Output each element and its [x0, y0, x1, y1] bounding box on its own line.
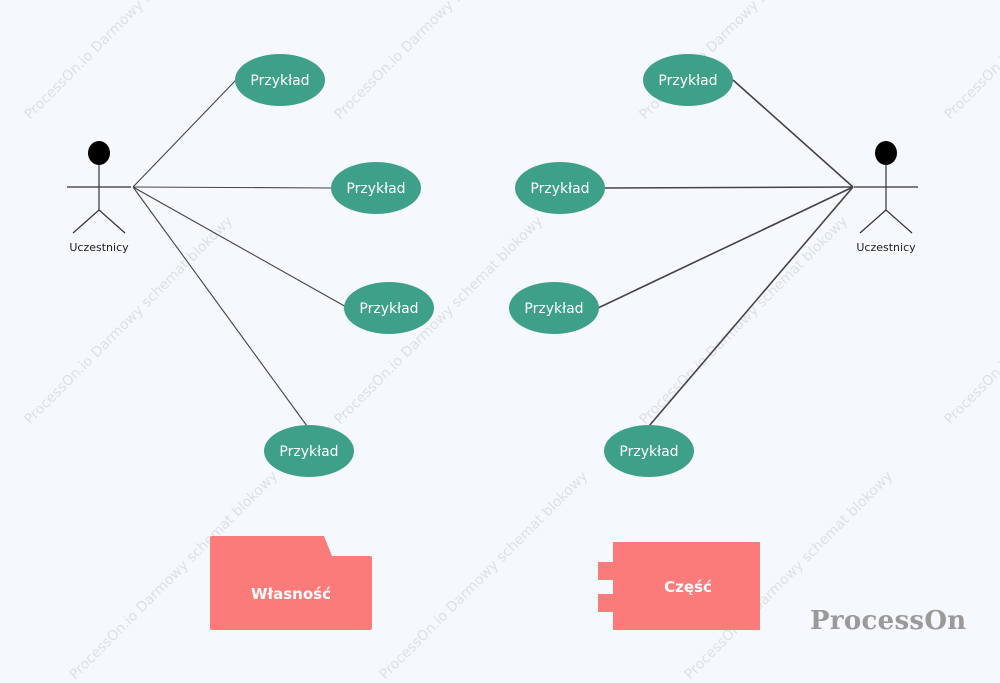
use-case-left-4[interactable]: Przykład	[264, 425, 354, 477]
use-case-label: Przykład	[359, 301, 418, 317]
use-case-shape	[643, 54, 733, 106]
watermark-text: ProcessOn.io Darmowy schemat blokowy	[942, 213, 1000, 428]
component-port	[598, 594, 613, 612]
association-line	[132, 186, 349, 309]
use-case-label: Przykład	[279, 444, 338, 460]
use-case-right-3[interactable]: Przykład	[509, 282, 599, 334]
watermark-text: ProcessOn.io Darmowy schemat blokowy	[942, 0, 1000, 123]
watermark-layer: ProcessOn.io Darmowy schemat blokowy Pro…	[22, 0, 1000, 683]
use-case-shape	[509, 282, 599, 334]
watermark-text: ProcessOn.io Darmowy schemat blokowy	[332, 0, 547, 123]
actor-right[interactable]: Uczestnicy	[854, 141, 918, 254]
watermark-text: ProcessOn.io Darmowy schemat blokowy	[637, 213, 852, 428]
association-line	[132, 79, 237, 188]
component-port	[598, 562, 613, 580]
actor-head	[875, 141, 897, 165]
package-block[interactable]: Własność	[210, 536, 372, 630]
use-case-shape	[344, 282, 434, 334]
brand-logo-text: ProcessOn	[810, 606, 967, 636]
component-label: Część	[664, 578, 712, 596]
package-label: Własność	[251, 585, 331, 603]
actor-leg	[859, 209, 887, 234]
watermark-text: ProcessOn.io Darmowy schemat blokowy	[377, 468, 592, 683]
use-case-right-2[interactable]: Przykład	[515, 162, 605, 214]
watermark-text: ProcessOn.io Darmowy schemat blokowy	[22, 213, 237, 428]
use-case-label: Przykład	[524, 301, 583, 317]
association-line	[732, 79, 854, 188]
actor-head	[88, 141, 110, 165]
association-line	[648, 186, 854, 427]
component-body	[613, 542, 760, 630]
use-case-right-4[interactable]: Przykład	[604, 425, 694, 477]
use-case-label: Przykład	[658, 73, 717, 89]
use-case-left-1[interactable]: Przykład	[235, 54, 325, 106]
use-case-label: Przykład	[346, 181, 405, 197]
actor-leg	[885, 209, 913, 234]
use-case-shape	[235, 54, 325, 106]
use-case-right-1[interactable]: Przykład	[643, 54, 733, 106]
actor-leg	[72, 209, 100, 234]
actor-left[interactable]: Uczestnicy	[67, 141, 131, 254]
association-line	[604, 186, 854, 189]
use-case-shape	[331, 162, 421, 214]
package-shape	[210, 536, 372, 630]
use-case-label: Przykład	[619, 444, 678, 460]
use-case-shape	[604, 425, 694, 477]
use-case-left-2[interactable]: Przykład	[331, 162, 421, 214]
association-lines	[132, 79, 854, 427]
association-line	[132, 186, 308, 427]
actor-right-label: Uczestnicy	[856, 241, 916, 254]
actor-left-label: Uczestnicy	[69, 241, 129, 254]
association-line	[597, 186, 854, 309]
component-block[interactable]: Część	[598, 542, 760, 630]
use-case-label: Przykład	[250, 73, 309, 89]
use-case-left-3[interactable]: Przykład	[344, 282, 434, 334]
use-case-shape	[515, 162, 605, 214]
use-case-label: Przykład	[530, 181, 589, 197]
actor-leg	[98, 209, 126, 234]
watermark-text: ProcessOn.io Darmowy schemat blokowy	[22, 0, 237, 123]
association-line	[132, 186, 332, 189]
use-case-shape	[264, 425, 354, 477]
